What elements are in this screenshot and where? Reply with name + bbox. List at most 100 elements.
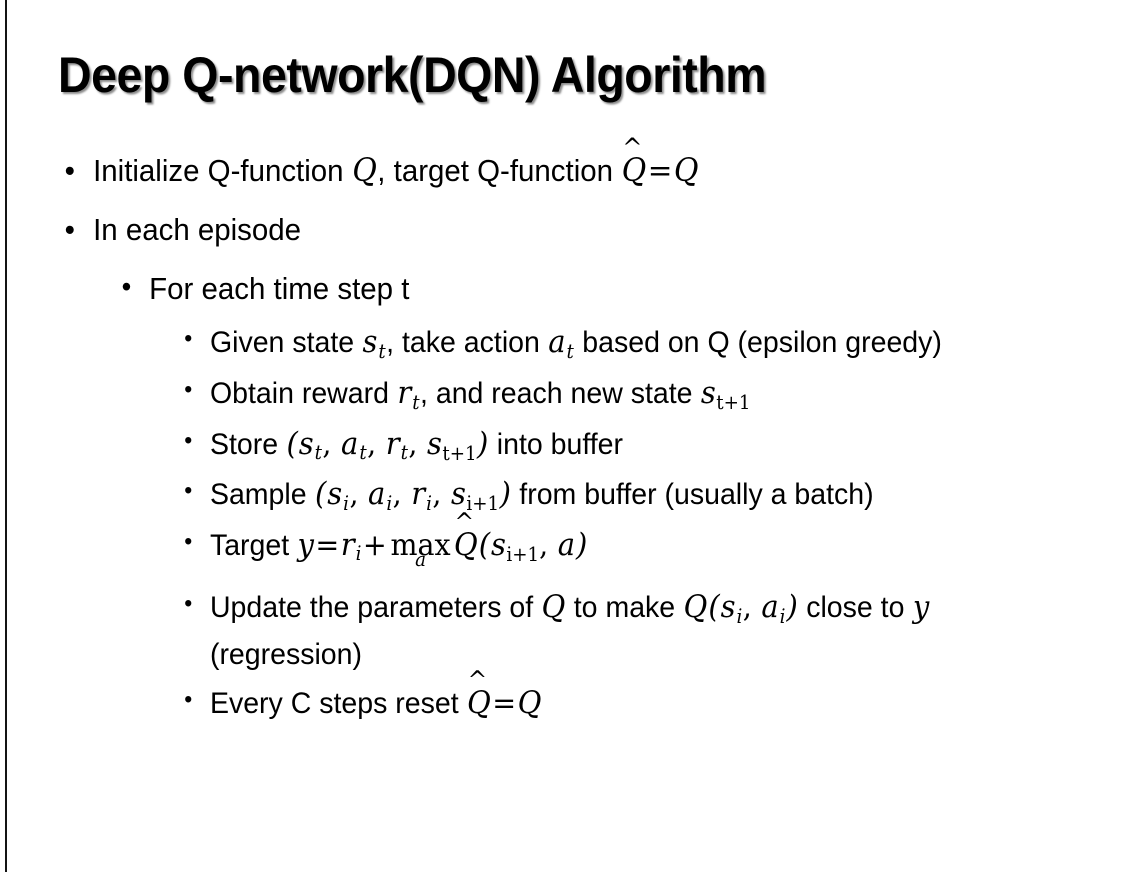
math-var-s: s — [298, 426, 314, 462]
math-var-a: a — [548, 325, 566, 361]
math-var-q-base: Q — [453, 527, 478, 563]
math-paren-open: ( — [708, 590, 720, 626]
bullet-marker: • — [184, 375, 193, 403]
text-run: to make — [565, 591, 684, 625]
bullet-obtain-reward-text: Obtain reward rt, and reach new state st… — [210, 371, 1068, 418]
math-var-q-hat: ^Q — [467, 668, 492, 727]
bullet-update-parameters: • Update the parameters of Q to make Q(s… — [0, 585, 1068, 677]
math-subscript-t: t — [412, 390, 420, 414]
slide-title: Deep Q-network(DQN) Algorithm — [58, 47, 767, 103]
math-var-s: s — [491, 527, 506, 563]
math-var-r: r — [411, 477, 426, 513]
math-paren-close: ) — [499, 477, 511, 513]
math-var-s: s — [700, 375, 716, 411]
bullet-marker: • — [64, 212, 75, 248]
math-subscript-i: i — [343, 491, 349, 515]
bullet-every-c-steps-text: Every C steps reset ^Q=Q — [209, 668, 1068, 727]
text-run: from buffer (usually a batch) — [511, 478, 874, 512]
math-operator-equals: = — [647, 153, 673, 189]
math-subscript-i: i — [386, 491, 393, 515]
bullet-initialize-text: Initialize Q-function Q, target Q-functi… — [93, 134, 1068, 195]
text-run: Given state — [209, 326, 363, 360]
text-run: based on Q (epsilon greedy) — [574, 326, 942, 360]
math-subscript-i: i — [355, 542, 362, 566]
math-separator: , — [432, 477, 451, 513]
text-run: , and reach new state — [420, 376, 701, 410]
math-separator: , — [367, 426, 386, 462]
bullet-every-c-steps: • Every C steps reset ^Q=Q — [0, 668, 1068, 727]
text-run: Target — [209, 528, 298, 562]
slide-body: • Initialize Q-function Q, target Q-func… — [0, 134, 1124, 731]
math-separator: , — [742, 590, 761, 626]
text-run: Initialize Q-function — [93, 153, 352, 188]
math-paren-close: ) — [477, 426, 489, 462]
bullet-marker: • — [184, 685, 193, 713]
math-var-q: Q — [352, 153, 377, 189]
math-operator-equals: = — [492, 685, 517, 721]
text-run: Store — [209, 427, 286, 461]
math-subscript-t: t — [378, 340, 386, 364]
math-subscript-t-plus-1: t+1 — [716, 390, 751, 414]
text-run: Every C steps reset — [209, 686, 467, 720]
math-var-y: y — [912, 590, 930, 626]
math-var-q-base: Q — [467, 685, 491, 721]
bullet-given-state-text: Given state st, take action at based on … — [210, 320, 1068, 367]
bullet-for-each-time-step-text: For each time step t — [149, 270, 410, 306]
math-subscript-t: t — [359, 441, 367, 465]
bullet-in-each-episode-text: In each episode — [93, 212, 302, 248]
math-var-y: y — [297, 527, 314, 563]
math-paren-open: ( — [314, 477, 327, 513]
bullet-marker: • — [121, 270, 132, 303]
math-paren-close: ) — [575, 527, 588, 563]
math-paren-open: ( — [286, 426, 298, 462]
text-run: close to — [798, 591, 913, 625]
math-separator: , — [349, 477, 368, 513]
bullet-store: • Store (st, at, rt, st+1) into buffer — [0, 422, 1068, 469]
text-run: Update the parameters of — [209, 591, 542, 625]
math-var-a: a — [341, 426, 359, 462]
text-run: , target Q-function — [377, 153, 622, 188]
math-subscript-i: i — [426, 491, 432, 515]
bullet-in-each-episode: • In each episode — [0, 207, 1068, 254]
math-var-q: Q — [541, 590, 566, 626]
math-operator-plus: + — [362, 527, 387, 563]
bullet-marker: • — [184, 527, 193, 555]
bullet-marker: • — [64, 153, 75, 188]
math-var-a: a — [761, 590, 779, 626]
math-var-a: a — [557, 527, 576, 563]
math-subscript-i-plus-1: i+1 — [506, 542, 540, 566]
math-var-r: r — [397, 375, 412, 411]
math-separator: , — [392, 477, 411, 513]
bullet-initialize: • Initialize Q-function Q, target Q-func… — [0, 134, 1068, 195]
math-subscript-t-plus-1: t+1 — [442, 441, 477, 465]
math-subscript-t: t — [314, 441, 322, 465]
text-run: Obtain reward — [209, 376, 397, 410]
bullet-marker: • — [184, 325, 193, 353]
math-operator-max-underscript: a — [415, 547, 427, 571]
bullet-marker: • — [184, 426, 193, 454]
bullet-for-each-time-step: • For each time step t — [0, 266, 1068, 313]
math-subscript-i: i — [736, 604, 743, 628]
text-run: (regression) — [209, 637, 363, 671]
math-subscript-t: t — [566, 340, 574, 364]
hat-accent: ^ — [622, 132, 643, 163]
bullet-given-state: • Given state st, take action at based o… — [0, 320, 1068, 367]
math-var-q2: Q — [673, 153, 699, 189]
math-separator: , — [408, 426, 427, 462]
bullet-marker: • — [184, 477, 193, 505]
slide-left-edge-rule — [5, 0, 7, 872]
math-var-r: r — [340, 527, 355, 563]
math-var-a: a — [368, 477, 386, 513]
text-run: Sample — [209, 478, 315, 512]
math-var-r: r — [385, 426, 400, 462]
text-run: , take action — [386, 326, 548, 360]
math-operator-equals: = — [315, 527, 340, 563]
math-subscript-i: i — [779, 604, 786, 628]
math-separator: , — [322, 426, 341, 462]
math-paren-open: ( — [478, 527, 491, 563]
bullet-update-parameters-text: Update the parameters of Q to make Q(si,… — [210, 585, 1068, 677]
